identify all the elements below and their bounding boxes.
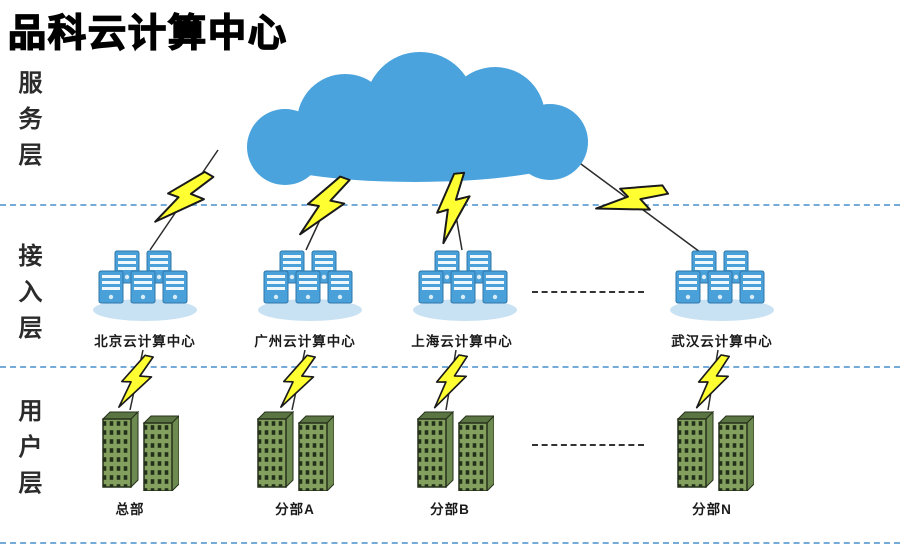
lightning-bolt-icon	[113, 350, 158, 418]
access-node-label: 广州云计算中心	[254, 334, 356, 349]
lightning-bolt-icon	[691, 351, 734, 419]
building-pair-icon	[676, 410, 754, 491]
building-pair-icon	[416, 410, 494, 491]
ellipsis-user-layer	[532, 444, 644, 446]
access-node-label: 上海云计算中心	[411, 334, 513, 349]
user-node-branch-a	[256, 410, 334, 491]
cloud-icon	[195, 52, 615, 195]
building-pair-icon	[256, 410, 334, 491]
user-node-label: 总部	[115, 502, 145, 517]
access-node-shanghai	[410, 249, 520, 321]
layer-label-user: 用户层	[14, 398, 41, 506]
access-node-guangzhou	[255, 249, 365, 321]
access-node-label: 北京云计算中心	[94, 334, 196, 349]
ellipsis-access-layer	[532, 291, 644, 293]
user-node-label: 分部B	[430, 502, 470, 517]
user-node-branch-n	[676, 410, 754, 491]
server-cluster-icon	[255, 249, 365, 321]
server-cluster-icon	[667, 249, 777, 321]
layer-label-service: 服务层	[14, 70, 41, 178]
user-node-label: 分部A	[275, 502, 315, 517]
building-pair-icon	[101, 410, 179, 491]
access-node-beijing	[90, 249, 200, 321]
lightning-bolt-icon	[430, 171, 478, 250]
server-cluster-icon	[410, 249, 520, 321]
access-node-label: 武汉云计算中心	[671, 334, 773, 349]
page-title: 品科云计算中心	[7, 12, 289, 56]
user-node-branch-b	[416, 410, 494, 491]
user-node-hq	[101, 410, 179, 491]
user-node-label: 分部N	[692, 502, 732, 517]
layer-label-access: 接入层	[14, 243, 41, 351]
access-node-wuhan	[667, 249, 777, 321]
lightning-bolt-icon	[275, 350, 320, 418]
lightning-bolt-icon	[429, 351, 472, 419]
layer-divider-bottom	[0, 542, 900, 544]
server-cluster-icon	[90, 249, 200, 321]
